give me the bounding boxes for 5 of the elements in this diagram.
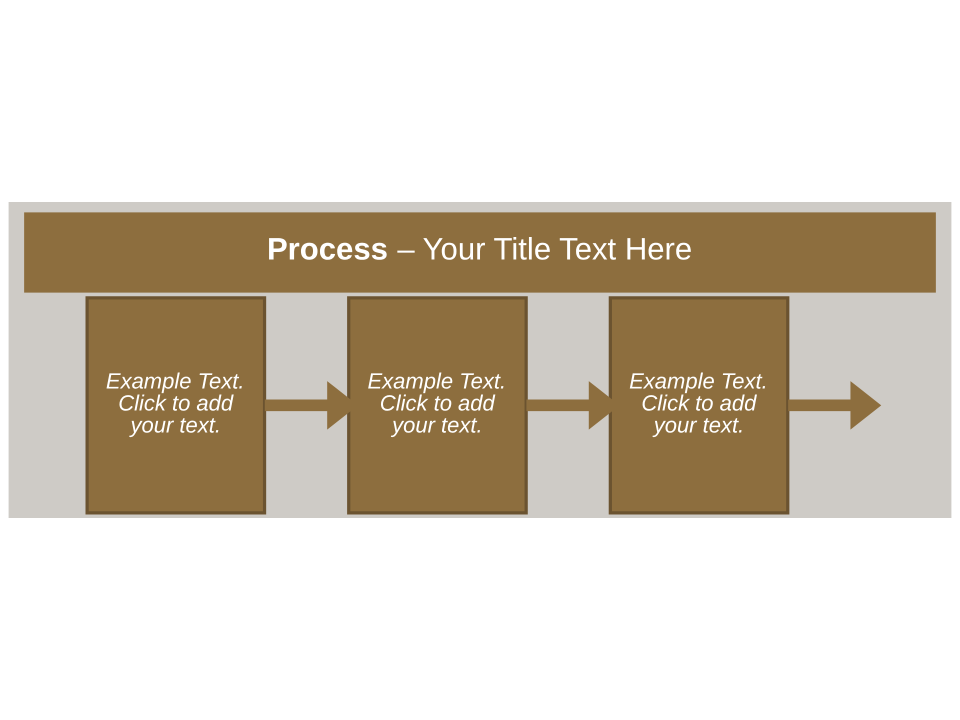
- arrow: [788, 381, 882, 430]
- node-box: Example Text. Click to add your text.: [347, 296, 528, 514]
- diagram-title: Process – Your Title Text Here: [266, 231, 692, 266]
- node-box: Example Text. Click to add your text.: [86, 296, 266, 514]
- node-box: Example Text. Click to add your text.: [608, 296, 790, 514]
